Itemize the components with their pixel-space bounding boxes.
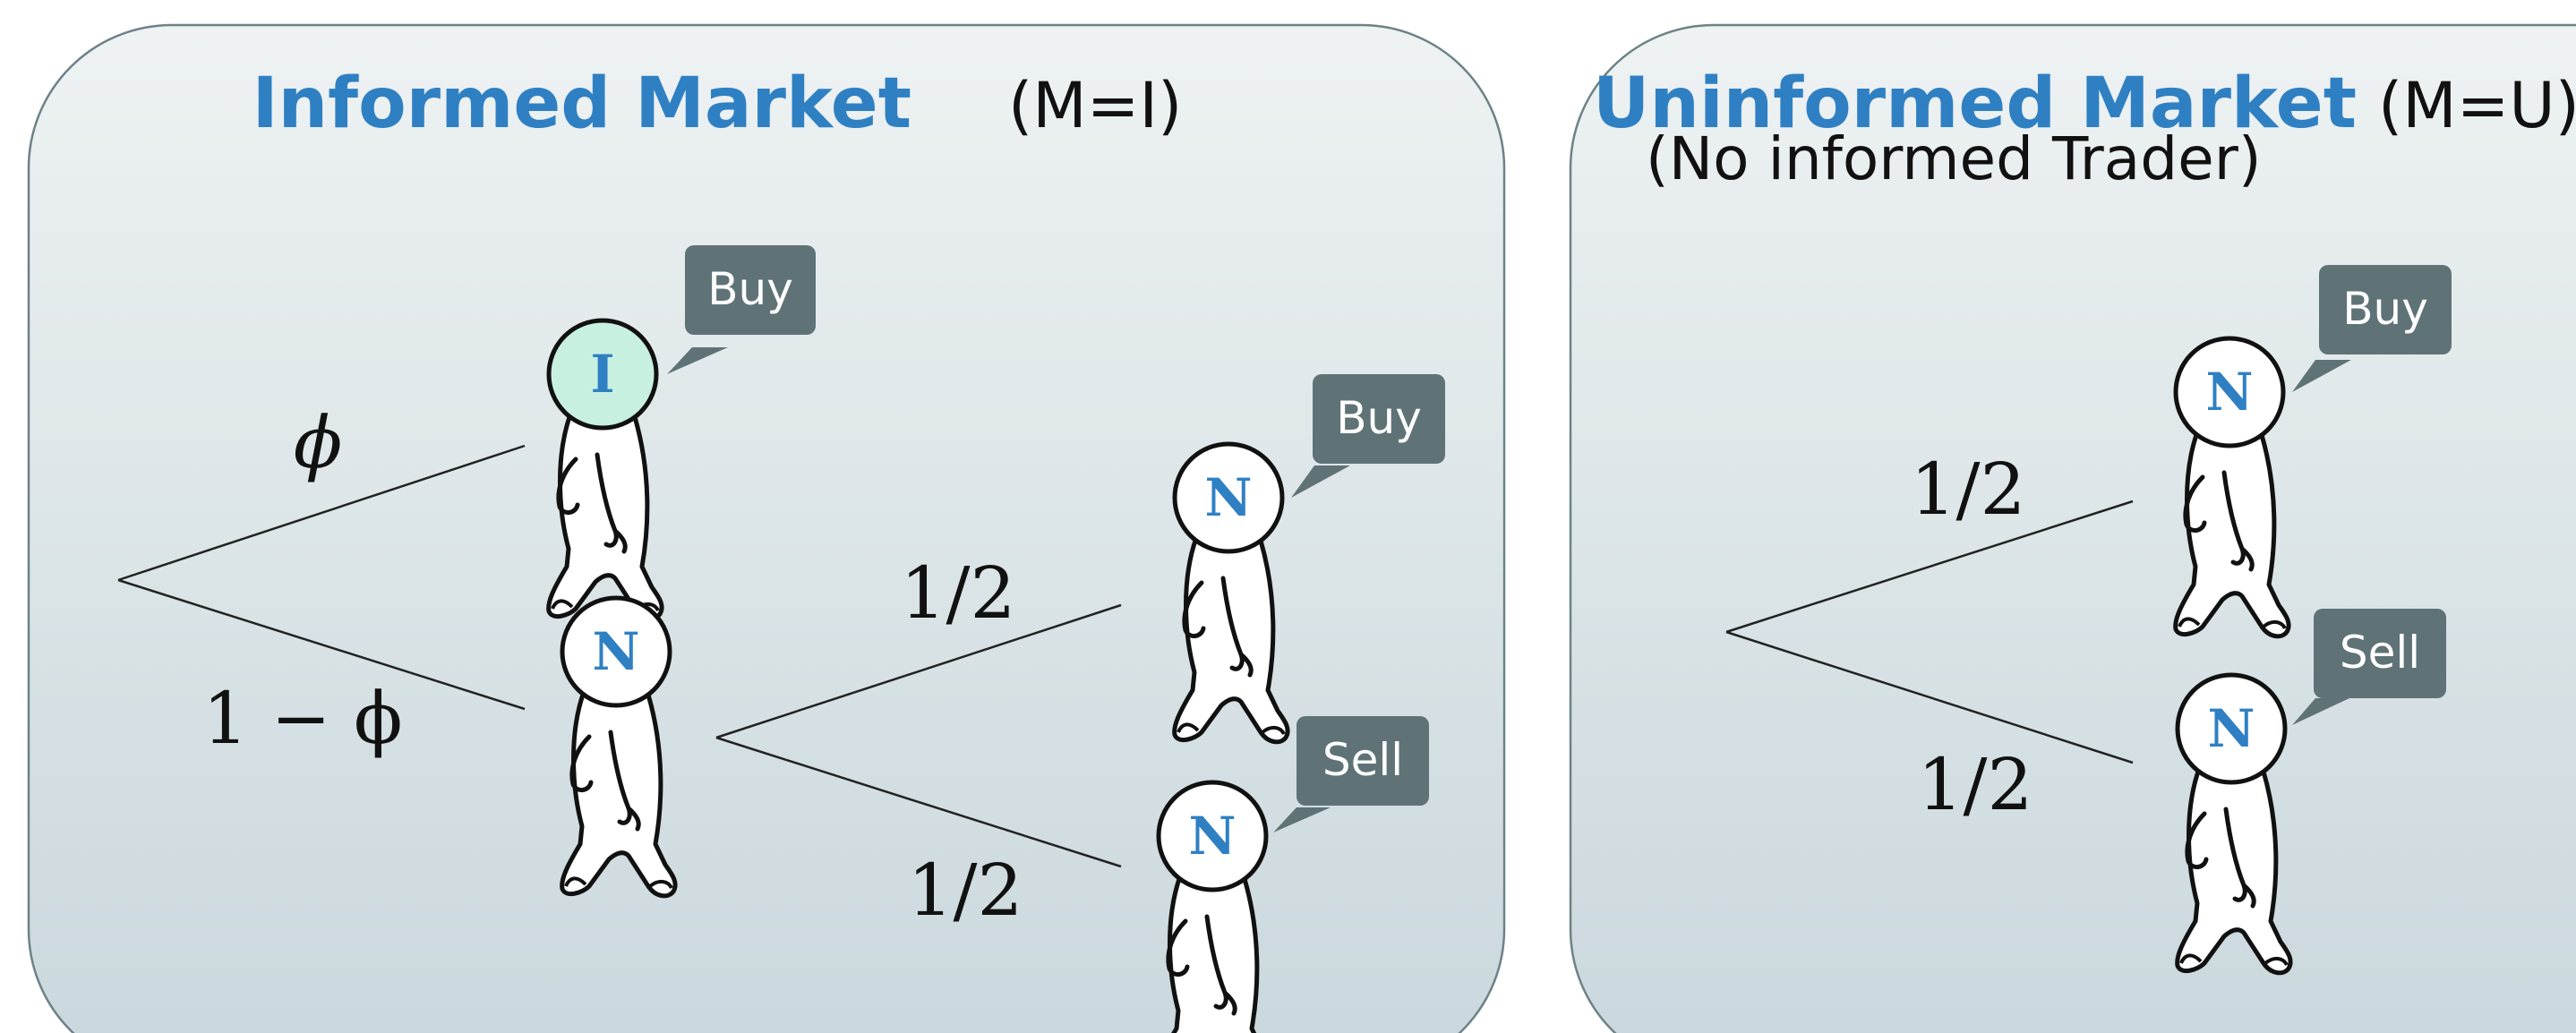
- panel-background: [27, 23, 1506, 1033]
- prob-buy: 1/2: [1911, 448, 2026, 531]
- trader-head-letter: N: [592, 621, 639, 682]
- prob-informed: ϕ: [294, 401, 343, 484]
- edge-noise-buy: [715, 603, 1122, 739]
- noise-trader-sell: N Sell: [1159, 716, 1429, 1033]
- trader-head-letter: N: [1204, 467, 1252, 528]
- trader-head: [2173, 336, 2286, 448]
- uninformed-market-panel: Uninformed Market (M=U) (No informed Tra…: [1569, 23, 2576, 1033]
- trader-head-letter: I: [590, 344, 614, 405]
- speech-bubble-icon: Buy: [1291, 374, 1445, 498]
- panel-subtitle: (No informed Trader): [1646, 124, 2262, 193]
- noise-trader-sell: N Sell: [2178, 609, 2446, 973]
- action-label: Buy: [2342, 283, 2428, 335]
- panel-title: Informed Market: [252, 64, 911, 144]
- noise-trader-buy: N Buy: [2176, 265, 2452, 636]
- prob-noise-sell: 1/2: [908, 849, 1023, 932]
- speech-bubble-icon: Buy: [667, 245, 816, 374]
- action-label: Sell: [2340, 627, 2420, 679]
- trader-head-letter: N: [1188, 806, 1236, 867]
- edge-sell: [1725, 630, 2134, 764]
- panel-code: (M=U): [2378, 69, 2576, 142]
- prob-noise-buy: 1/2: [901, 551, 1016, 635]
- action-label: Sell: [1322, 734, 1403, 786]
- action-label: Buy: [1336, 392, 1422, 444]
- panel-title: Uninformed Market: [1593, 64, 2357, 144]
- trader-head: [560, 595, 672, 708]
- noise-trader-buy: N Buy: [1175, 374, 1445, 742]
- edge-buy: [1725, 499, 2134, 634]
- edge-noise: [117, 578, 526, 711]
- speech-bubble-icon: Sell: [1273, 716, 1429, 832]
- speech-bubble-icon: Sell: [2292, 609, 2446, 725]
- prob-noise: 1 − ϕ: [202, 677, 402, 760]
- noise-trader-parent: N: [560, 595, 675, 896]
- informed-market-panel: Informed Market (M=I) ϕ 1 − ϕ 1/2 1/2 I …: [27, 23, 1506, 1033]
- trader-head: [546, 318, 659, 431]
- trader-head: [1156, 780, 1269, 892]
- edge-noise-sell: [715, 736, 1122, 868]
- informed-trader: I Buy: [549, 245, 816, 619]
- edge-informed: [117, 444, 526, 582]
- panel-code: (M=I): [1008, 69, 1182, 142]
- trader-head: [1172, 441, 1285, 554]
- prob-sell: 1/2: [1918, 743, 2033, 826]
- trader-head-letter: N: [2207, 698, 2255, 759]
- trader-head: [2175, 672, 2288, 785]
- speech-bubble-icon: Buy: [2292, 265, 2452, 392]
- trader-head-letter: N: [2205, 362, 2253, 423]
- action-label: Buy: [707, 263, 793, 315]
